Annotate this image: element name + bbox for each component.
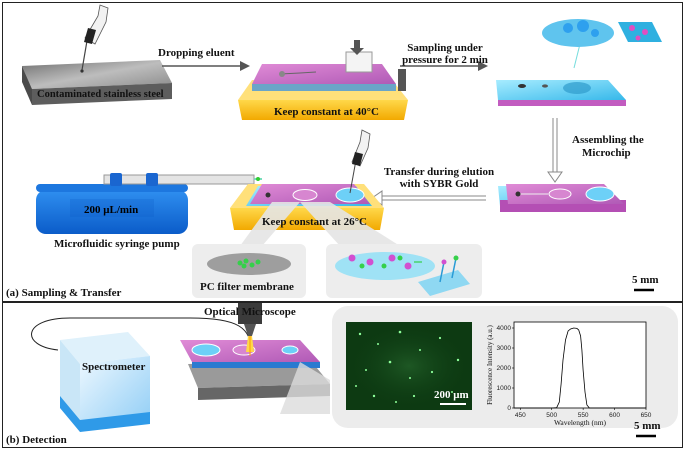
y-tick-label: 2000 <box>497 365 512 372</box>
membrane-inset <box>192 244 306 298</box>
microscope-stage <box>180 302 330 414</box>
microscope-label: Optical Microscope <box>204 306 296 318</box>
sampling-label-1: Sampling under <box>407 42 483 54</box>
keep-26-label: Keep constant at 26°C <box>262 216 367 228</box>
x-tick-label: 600 <box>609 412 620 419</box>
scale-a-label: 5 mm <box>632 274 659 286</box>
assembled-chip <box>498 184 626 212</box>
membrane-label: PC filter membrane <box>200 281 294 293</box>
transfer-label-2: with SYBR Gold <box>399 178 479 190</box>
hotplate-40 <box>238 40 408 120</box>
steel-plate <box>22 60 172 105</box>
spectrum-line <box>514 327 646 409</box>
y-tick-label: 0 <box>507 405 511 412</box>
dropping-eluent-label: Dropping eluent <box>158 47 235 59</box>
transfer-label-1: Transfer during elution <box>383 166 495 178</box>
assembling-label-1: Assembling the <box>572 134 644 146</box>
y-axis-label: Fluorescence Intensity (a.u.) <box>486 324 494 404</box>
spectrometer-label: Spectrometer <box>82 361 146 373</box>
sampled-slide <box>496 19 662 106</box>
y-tick-label: 3000 <box>497 345 512 352</box>
scale-b-label: 5 mm <box>634 420 661 432</box>
steel-label: Contaminated stainless steel <box>37 89 164 100</box>
x-tick-label: 500 <box>546 412 557 419</box>
y-tick-label: 1000 <box>497 385 512 392</box>
assembling-label-2: Microchip <box>582 147 631 159</box>
molecule-inset <box>326 244 482 298</box>
spectrometer-box <box>60 332 150 432</box>
pump-label: Microfluidic syringe pump <box>54 238 180 250</box>
sampling-label-2: pressure for 2 min <box>402 54 488 66</box>
x-tick-label: 650 <box>641 412 652 419</box>
panel-a-frame <box>2 2 683 302</box>
chart-layer: 450 500 550 600 650 0 1000 2000 3000 4000Waveleng… <box>486 324 652 427</box>
keep-40-label: Keep constant at 40°C <box>274 106 379 118</box>
syringe-pump <box>36 173 262 234</box>
fluorescence-image <box>346 322 472 410</box>
micrograph-scale-label: 200 μm <box>434 389 469 401</box>
panel-b-frame <box>2 302 683 448</box>
x-axis-label: Wavelength (nm) <box>554 418 607 427</box>
pipette-hand-icon <box>81 4 109 71</box>
panel-b-caption: (b) Detection <box>6 434 67 446</box>
pump-value-label: 200 μL/min <box>84 204 139 216</box>
x-tick-label: 450 <box>515 412 526 419</box>
y-tick-label: 4000 <box>497 325 512 332</box>
x-tick-label: 550 <box>578 412 589 419</box>
panel-a-caption: (a) Sampling & Transfer <box>6 287 122 299</box>
